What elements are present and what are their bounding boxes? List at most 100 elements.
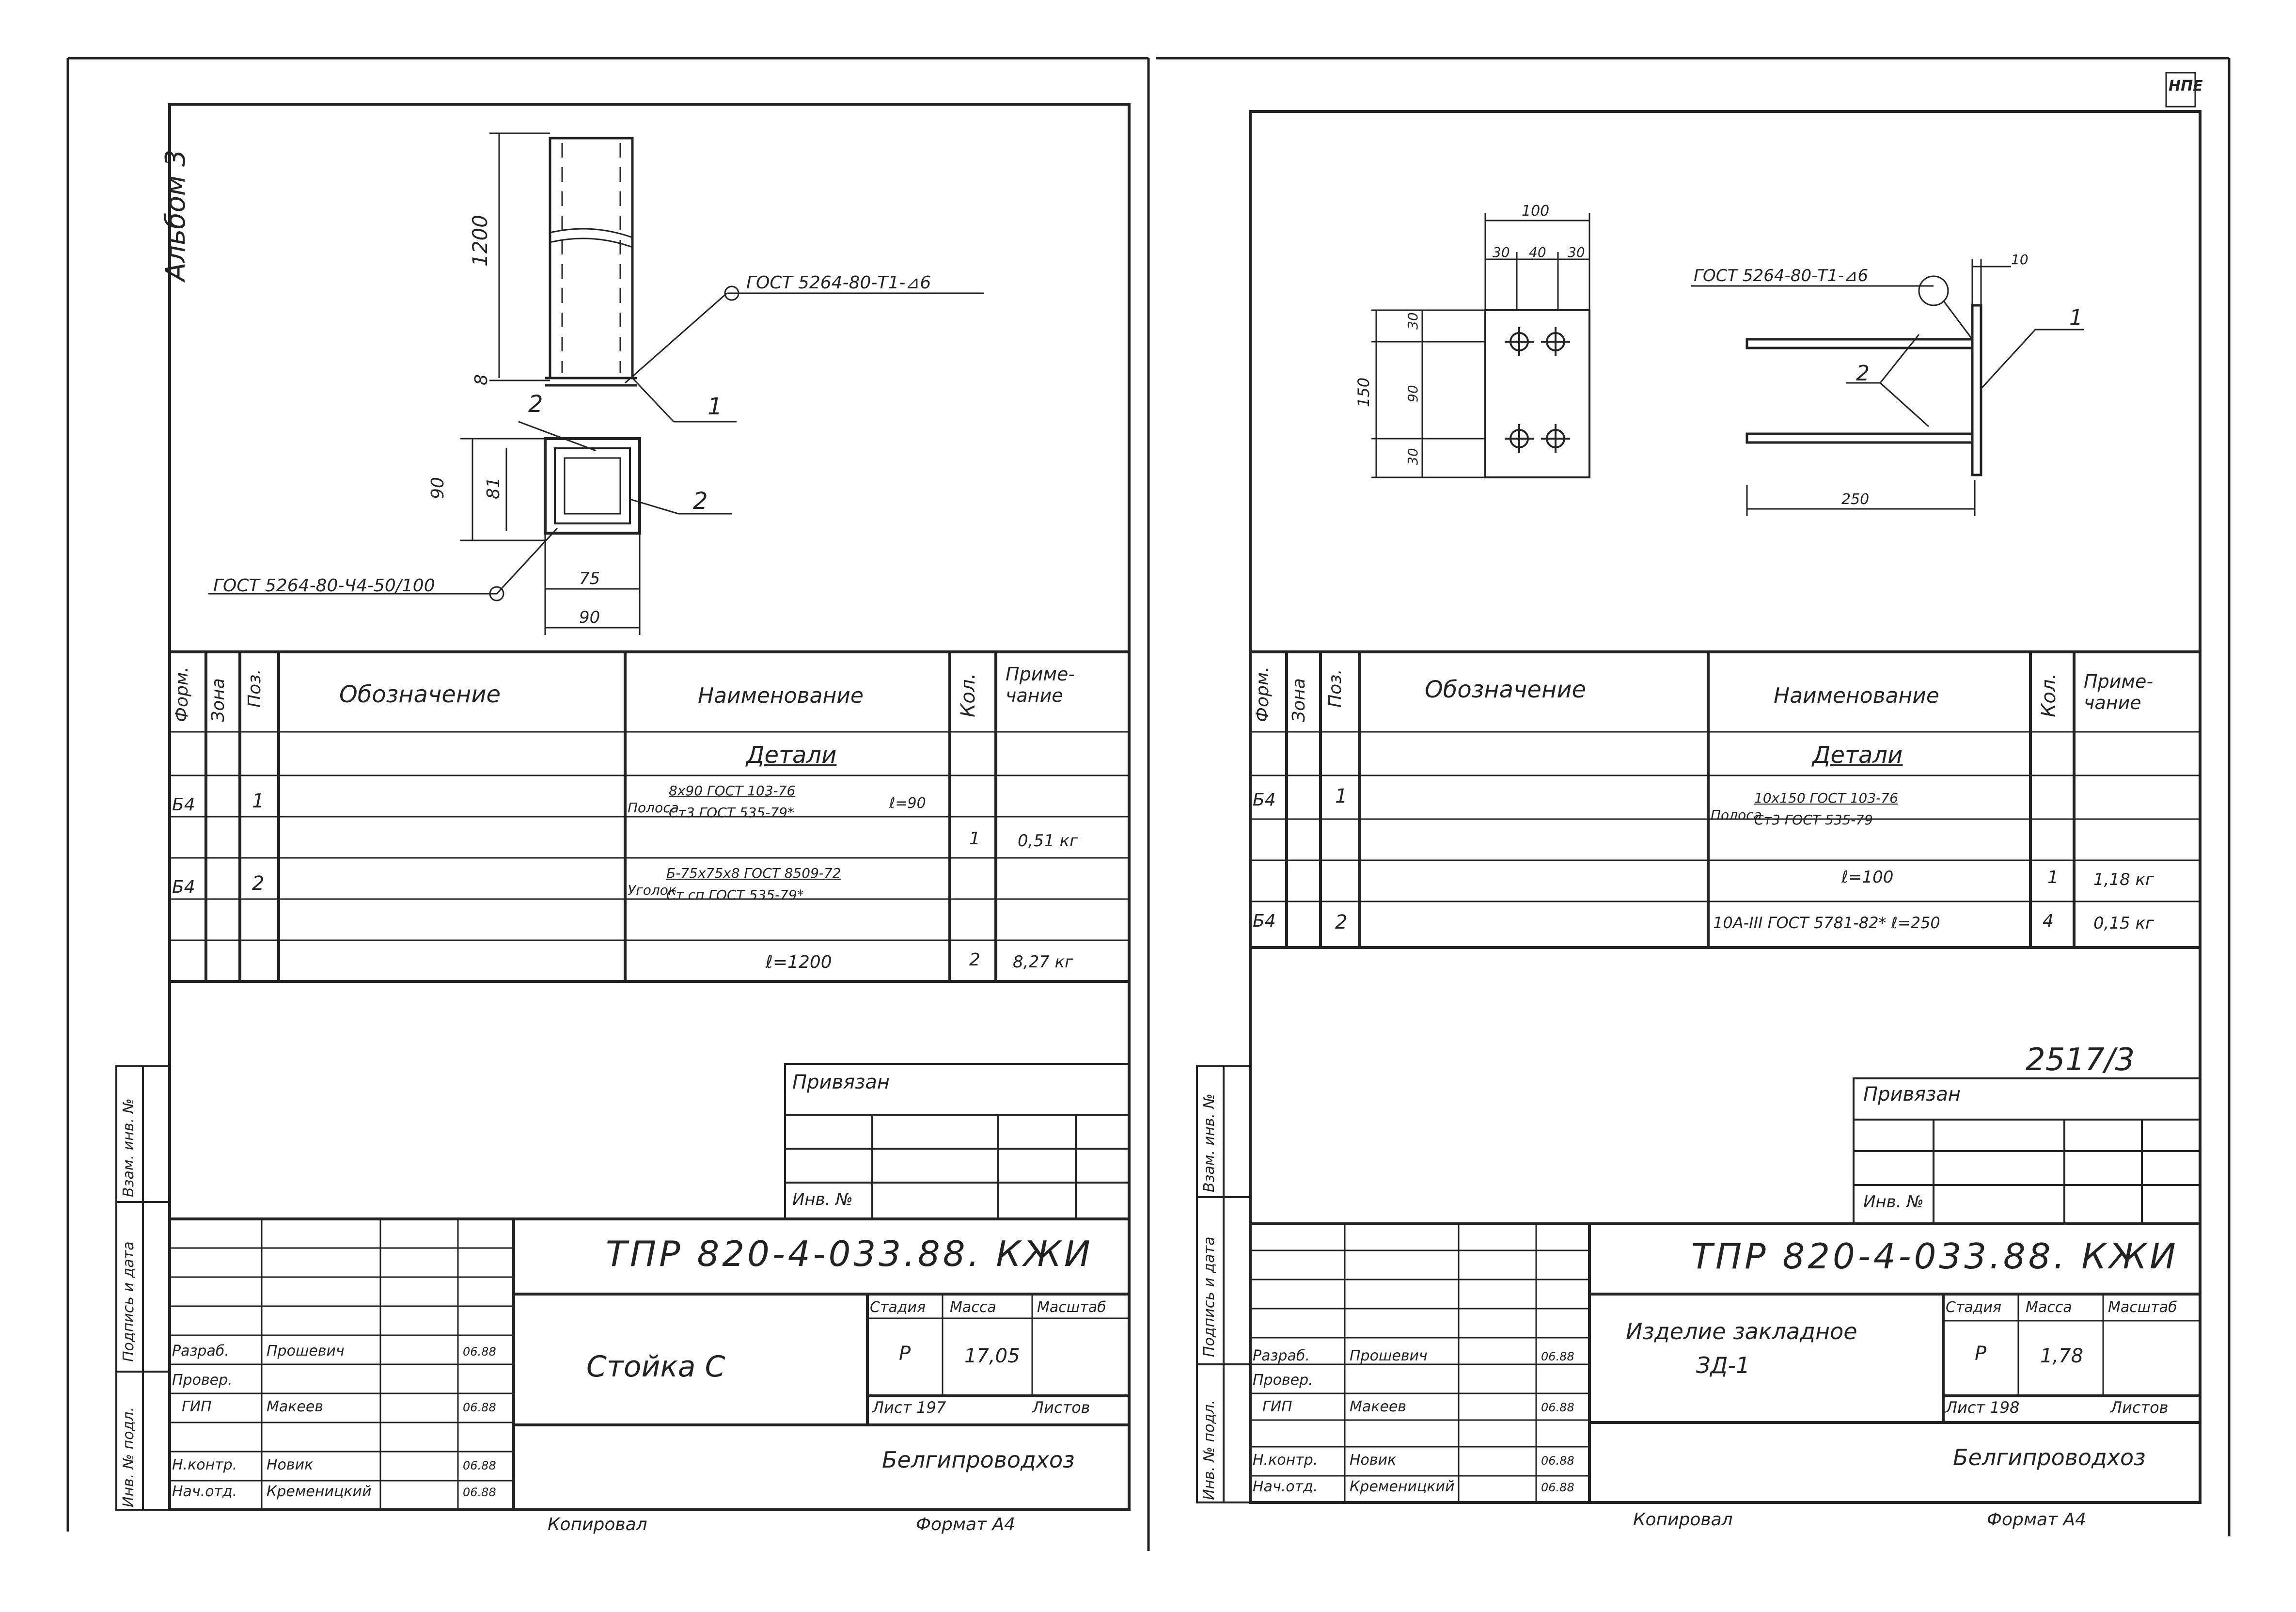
section-details: Детали [1812, 742, 1903, 769]
header-position: Поз. [245, 669, 265, 708]
dim-250: 250 [1841, 491, 1869, 508]
dim-100: 100 [1522, 203, 1549, 220]
privyazan-label: Привязан [1863, 1083, 1961, 1106]
dim-81: 81 [484, 477, 503, 499]
row1-note: 1,18 кг [2093, 870, 2154, 889]
inventory-number-label: Инв. № [1863, 1192, 1924, 1212]
dim-90-vertical: 90 [428, 477, 448, 499]
dim-75: 75 [579, 569, 600, 588]
item-name-line2: ЗД-1 [1696, 1352, 1750, 1378]
row1-format: Б4 [1253, 790, 1276, 810]
date-developer: 06.88 [463, 1345, 496, 1359]
date-norm-control: 06.88 [463, 1459, 496, 1472]
name-department-head: Кременицкий [267, 1483, 372, 1500]
role-department-head: Нач.отд. [172, 1483, 237, 1500]
organization: Белгипроводхоз [882, 1447, 1075, 1473]
copied-label: Копировал [1633, 1510, 1733, 1530]
sheets-label: Листов [1032, 1398, 1090, 1417]
document-code: ТПР 820-4-033.88. КЖИ [606, 1233, 1093, 1274]
row2-name-top: Б-75х75х8 ГОСТ 8509-72 [666, 865, 841, 881]
dim-90-horizontal: 90 [579, 608, 600, 627]
name-norm-control: Новик [1350, 1452, 1397, 1469]
scale-label: Масштаб [2108, 1299, 2177, 1316]
row1-name-prefix: Полоса [628, 800, 679, 816]
scale-label: Масштаб [1037, 1299, 1106, 1316]
organization: Белгипроводхоз [1953, 1444, 2146, 1470]
row2-note: 0,15 кг [2093, 914, 2154, 933]
document-code: ТПР 820-4-033.88. КЖИ [1691, 1236, 2179, 1277]
row1-position: 1 [1335, 785, 1348, 807]
dim-30-bottom: 30 [1405, 448, 1421, 465]
role-chief-engineer: ГИП [182, 1398, 212, 1415]
row1-qty: 1 [2047, 868, 2059, 887]
row1-format: Б4 [172, 795, 195, 815]
row2-name: 10А-III ГОСТ 5781-82* ℓ=250 [1713, 914, 1940, 932]
row1-name-top: 8х90 ГОСТ 103-76 [669, 783, 796, 799]
date-norm-control: 06.88 [1541, 1454, 1574, 1468]
role-developer: Разраб. [172, 1343, 229, 1359]
name-developer: Прошевич [1350, 1347, 1428, 1364]
dim-30-left: 30 [1493, 244, 1510, 260]
side-label-inventory: Инв. № подл. [1201, 1400, 1218, 1500]
role-checker: Провер. [172, 1372, 233, 1389]
role-chief-engineer: ГИП [1262, 1398, 1292, 1415]
header-note: Приме- чание [2084, 671, 2154, 713]
header-zone: Зона [1289, 678, 1309, 722]
side-label-signature: Подпись и дата [1201, 1236, 1218, 1358]
stage-label: Стадия [1946, 1299, 2002, 1316]
row1-name-prefix: Полоса [1711, 807, 1762, 823]
row2-note: 8,27 кг [1013, 952, 1073, 972]
date-department-head: 06.88 [1541, 1481, 1574, 1494]
name-developer: Прошевич [267, 1343, 345, 1359]
date-chief-engineer: 06.88 [463, 1401, 496, 1414]
sheets-label: Листов [2110, 1398, 2169, 1417]
dim-90: 90 [1405, 385, 1421, 402]
stage-label: Стадия [870, 1299, 926, 1316]
weld-note-top: ГОСТ 5264-80-Т1-⊿6 [746, 273, 931, 293]
date-chief-engineer: 06.88 [1541, 1401, 1574, 1414]
position-1: 1 [2069, 305, 2083, 330]
row2-name-bottom: Ст сп ГОСТ 535-79* [666, 887, 804, 903]
side-label-inventory: Инв. № подл. [120, 1407, 137, 1507]
copied-label: Копировал [548, 1515, 647, 1534]
stage-value: Р [1975, 1343, 1987, 1365]
format-label: Формат А4 [916, 1515, 1016, 1534]
position-1: 1 [708, 393, 723, 420]
header-name: Наименование [698, 683, 864, 708]
row2-position: 2 [1335, 911, 1348, 933]
header-designation: Обозначение [1425, 676, 1587, 703]
privyazan-label: Привязан [792, 1071, 890, 1093]
position-2: 2 [1856, 361, 1870, 386]
row1-name-bottom: Ст3 ГОСТ 535-79 [1754, 812, 1873, 828]
header-position: Поз. [1325, 669, 1345, 708]
format-label: Формат А4 [1987, 1510, 2087, 1530]
position-2-side: 2 [693, 488, 708, 515]
album-label: Альбом 3 [160, 149, 191, 281]
mass-label: Масса [2026, 1299, 2072, 1316]
dim-height: 1200 [468, 215, 492, 267]
role-checker: Провер. [1253, 1372, 1313, 1389]
position-2-top: 2 [528, 391, 543, 418]
header-format: Форм. [172, 666, 192, 722]
row2-name-prefix: Уголок [628, 882, 676, 898]
header-qty: Кол. [957, 673, 979, 717]
name-chief-engineer: Макеев [1350, 1398, 1406, 1415]
header-format: Форм. [1253, 666, 1273, 722]
mass-value: 1,78 [2040, 1345, 2084, 1367]
role-norm-control: Н.контр. [1253, 1452, 1318, 1469]
row2-position: 2 [252, 872, 265, 895]
stage-value: Р [899, 1343, 911, 1365]
sheet-label: Лист 198 [1946, 1398, 2020, 1417]
corner-stamp: НПЕ [2169, 78, 2203, 95]
name-department-head: Кременицкий [1350, 1478, 1455, 1495]
row2-length: ℓ=1200 [766, 952, 832, 972]
section-details: Детали [746, 742, 837, 769]
row1-note: 0,51 кг [1018, 831, 1078, 851]
role-developer: Разраб. [1253, 1347, 1310, 1364]
row2-format: Б4 [1253, 911, 1276, 931]
row1-name-top: 10х150 ГОСТ 103-76 [1754, 790, 1898, 806]
side-label-replacement: Взам. инв. № [120, 1098, 137, 1197]
header-qty: Кол. [2038, 673, 2060, 717]
name-norm-control: Новик [267, 1456, 314, 1473]
